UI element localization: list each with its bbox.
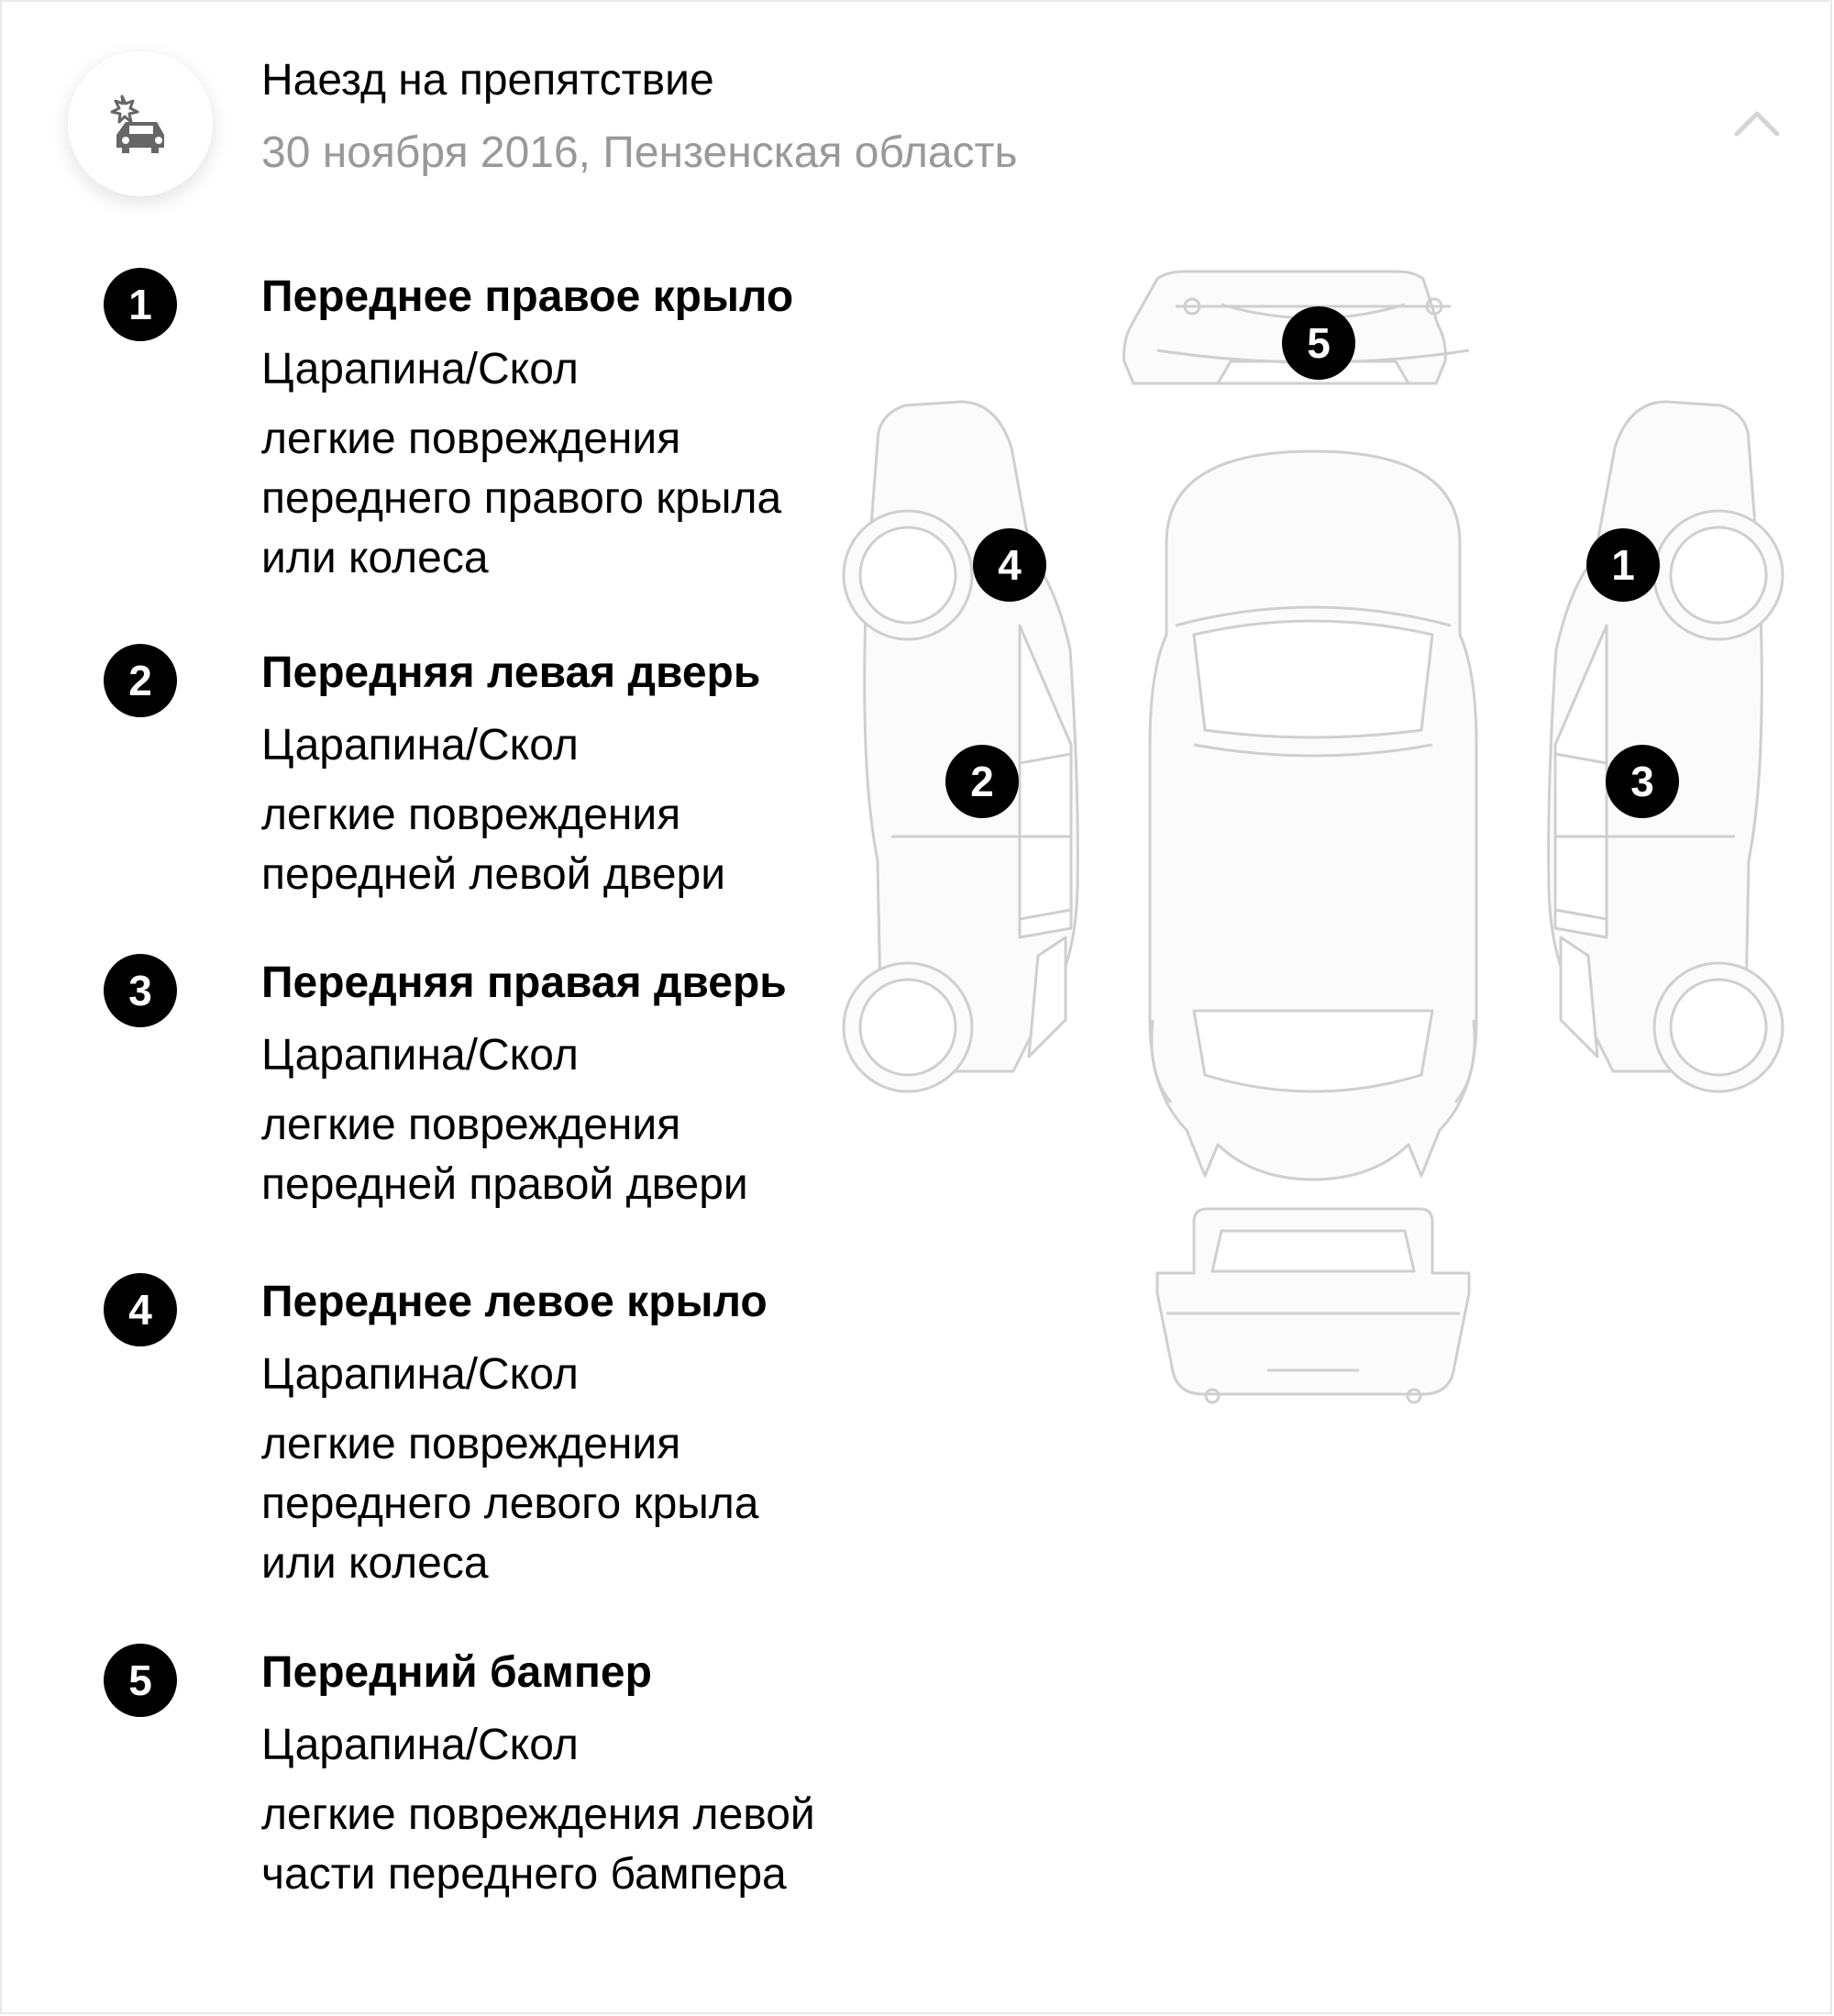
car-outline-diagram [842,270,1784,1404]
damage-description: легкие повреждения передней левой двери [261,791,726,899]
damage-number-badge: 2 [104,644,177,717]
damage-type: Царапина/Скол [261,721,579,770]
diagram-marker-front-bumper: 5 [1282,306,1355,380]
damage-part-title: Переднее правое крыло [261,272,794,321]
diagram-marker-front-left-fender: 4 [973,528,1046,602]
diagram-marker-front-left-door: 2 [945,745,1019,818]
damage-number-badge: 4 [104,1273,177,1346]
damage-description: легкие повреждения передней правой двери [261,1101,748,1209]
car-right-side-view [1547,400,1784,1093]
car-left-side-view [842,400,1079,1093]
damage-description: легкие повреждения переднего левого крыл… [261,1420,759,1588]
diagram-marker-front-right-door: 3 [1606,745,1679,818]
diagram-marker-front-right-fender: 1 [1586,528,1660,602]
incident-title: Наезд на препятствие [261,56,714,105]
damage-type: Царапина/Скол [261,345,579,393]
damage-part-title: Передняя правая дверь [261,958,787,1007]
car-rear-view [1155,1207,1471,1404]
damage-number-badge: 1 [104,268,177,341]
car-crash-icon [110,94,164,153]
damage-number-badge: 3 [104,954,177,1027]
incident-icon-circle [68,51,213,196]
damage-description: легкие повреждения левой части переднего… [261,1790,815,1899]
chevron-up-icon [1734,111,1780,137]
damage-type: Царапина/Скол [261,1350,579,1399]
damage-part-title: Переднее левое крыло [261,1278,768,1326]
car-damage-diagram: 5 4 1 2 3 [827,259,1799,1451]
damage-type: Царапина/Скол [261,1721,579,1769]
damage-description: легкие повреждения переднего правого кры… [261,415,782,582]
damage-part-title: Передняя левая дверь [261,648,761,697]
damage-part-title: Передний бампер [261,1648,652,1697]
incident-date-location: 30 ноября 2016, Пензенская область [261,128,1018,177]
car-top-view [1148,449,1478,1181]
collapse-button[interactable] [1731,105,1783,141]
damage-number-badge: 5 [104,1644,177,1717]
damage-type: Царапина/Скол [261,1031,579,1080]
